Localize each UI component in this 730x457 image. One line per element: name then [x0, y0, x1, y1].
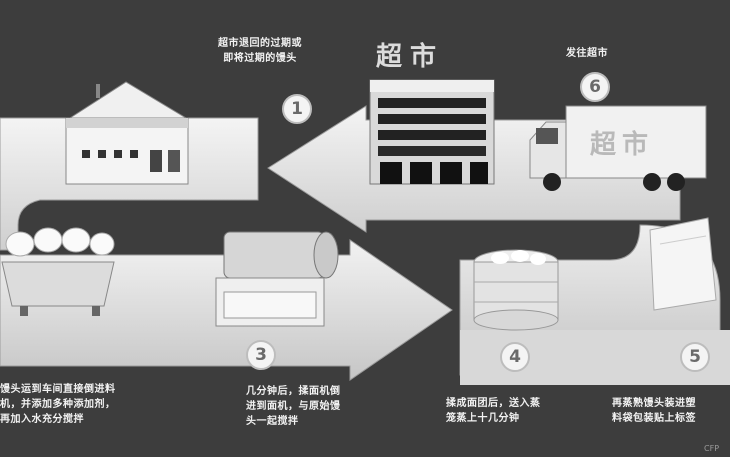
- step-3-caption-middle: 几分钟后，揉面机倒 进到面机，与原始馒 头一起搅拌: [246, 386, 341, 427]
- supermarket-icon: [369, 79, 495, 185]
- supermarket-sign: 超市: [376, 42, 445, 72]
- step-5-badge: 5: [680, 342, 710, 372]
- mixer-icon: [1, 227, 115, 316]
- package-bag-icon: [649, 217, 717, 311]
- step-5-caption: 再蒸熟馒头装进塑 料袋包装贴上标签: [612, 398, 696, 424]
- step-1-caption: 超市退回的过期或 即将过期的馒头: [218, 38, 302, 64]
- step-1-badge: 1: [282, 94, 312, 124]
- truck-sign: 超市: [590, 130, 655, 160]
- step-6-badge: 6: [580, 72, 610, 102]
- step-4-badge: 4: [500, 342, 530, 372]
- factory-icon: [65, 81, 189, 185]
- steamer-icon: [473, 249, 559, 331]
- truck-icon: [529, 105, 707, 191]
- kneading-machine-icon: [215, 231, 339, 327]
- bottom-band: [460, 330, 730, 385]
- step-6-caption: 发往超市: [566, 48, 608, 59]
- step-3-caption-left: 馒头运到车间直接倒进料 机，并添加多种添加剂， 再加入水充分搅拌: [0, 384, 116, 425]
- watermark: CFP: [704, 444, 720, 453]
- step-3-badge: 3: [246, 340, 276, 370]
- step-4-caption: 揉成面团后，送入蒸 笼蒸上十几分钟: [446, 398, 541, 424]
